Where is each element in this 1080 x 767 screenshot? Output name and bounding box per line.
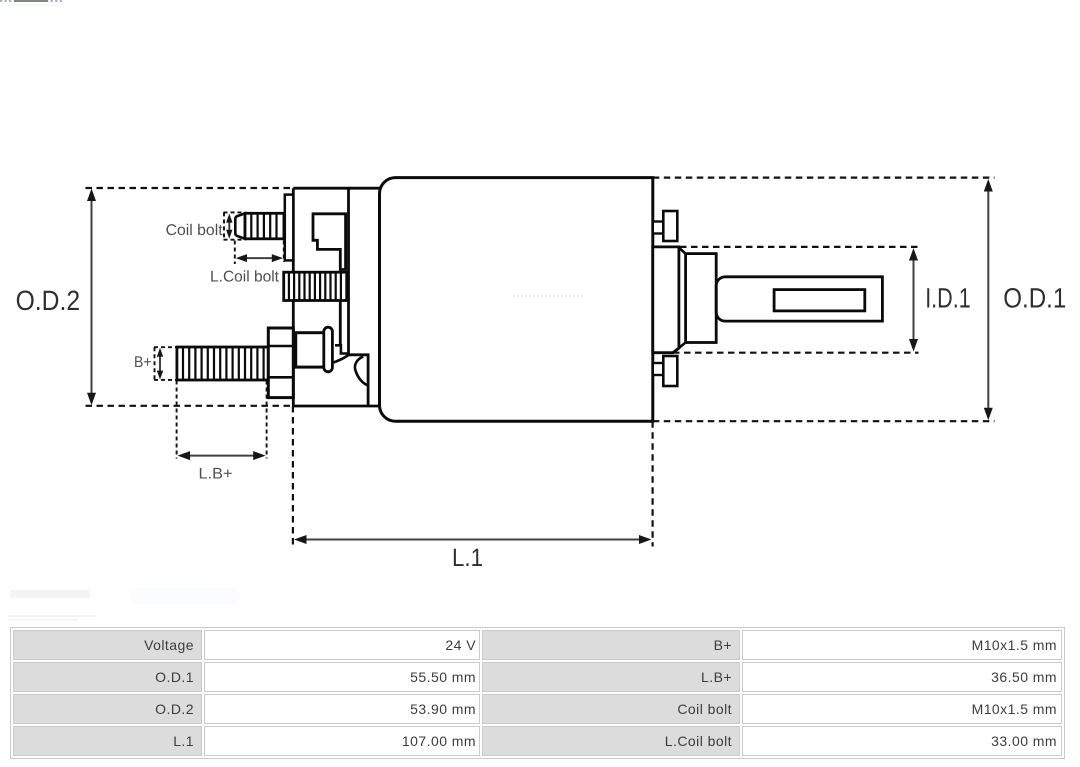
svg-text:L.B+: L.B+: [199, 466, 233, 483]
svg-text:I.D.1: I.D.1: [925, 283, 971, 314]
svg-text:B+: B+: [134, 354, 152, 371]
svg-text:Coil bolt: Coil bolt: [166, 222, 224, 239]
svg-text:O.D.1: O.D.1: [1003, 283, 1066, 314]
svg-text:L.1: L.1: [452, 544, 483, 572]
svg-text:O.D.2: O.D.2: [16, 285, 81, 316]
svg-text:L.Coil bolt: L.Coil bolt: [210, 269, 280, 286]
